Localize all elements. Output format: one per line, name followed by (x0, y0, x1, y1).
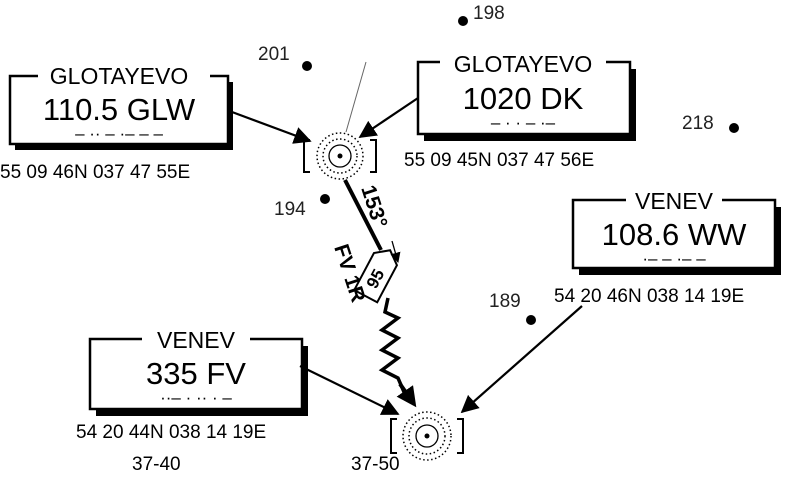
spot-elevation-218: 218 (682, 113, 739, 134)
leader-dk (358, 97, 419, 138)
svg-text:198: 198 (473, 3, 505, 24)
morse-ident: – ·· – ·– – – (75, 124, 163, 143)
svg-text:218: 218 (682, 113, 714, 134)
vor-ndb-facility-glotayevo[interactable] (303, 132, 377, 180)
spot-elevation-189: 189 (489, 291, 536, 325)
leader-glw (231, 110, 312, 144)
radial-line (345, 61, 367, 133)
navaid-frequency: 108.6 WW (602, 217, 747, 252)
navaid-name: VENEV (635, 188, 714, 214)
grid-label-37-40: 37-40 (132, 454, 181, 475)
navaid-box-ww[interactable]: VENEV 108.6 WW ·– – ·– – (571, 188, 781, 275)
morse-ident: – · · – ·– (491, 113, 556, 132)
morse-ident: ·– – ·– – (642, 249, 706, 268)
grid-label-37-50: 37-50 (351, 454, 400, 475)
navaid-frequency: 335 FV (146, 356, 246, 391)
navaid-frequency: 110.5 GLW (43, 92, 196, 127)
navaid-name: VENEV (157, 327, 236, 353)
navaid-box-dk[interactable]: GLOTAYEVO 1020 DK – · · – ·– (416, 51, 636, 141)
vor-ndb-facility-venev[interactable] (390, 411, 464, 461)
svg-text:189: 189 (489, 291, 521, 312)
navaid-coordinates-glw: 55 09 46N 037 47 55E (0, 162, 190, 183)
spot-elevation-198: 198 (458, 3, 505, 26)
spot-elevation-201: 201 (258, 44, 312, 71)
course-arrow (390, 240, 401, 263)
navaid-coordinates-fv: 54 20 44N 038 14 19E (76, 422, 266, 443)
navaid-name: GLOTAYEVO (454, 51, 592, 77)
navaid-name: GLOTAYEVO (50, 63, 188, 89)
navaid-frequency: 1020 DK (463, 81, 584, 116)
navaid-box-fv[interactable]: VENEV 335 FV ··– · ·· · – (88, 327, 308, 416)
spot-elevation-194: 194 (274, 194, 330, 220)
route-segment[interactable] (343, 179, 417, 408)
svg-text:194: 194 (274, 199, 306, 220)
morse-ident: ··– · ·· · – (160, 388, 232, 407)
svg-text:201: 201 (258, 44, 290, 65)
leader-ww (460, 305, 583, 414)
course-label: 153° (356, 182, 391, 230)
navaid-box-glw[interactable]: GLOTAYEVO 110.5 GLW – ·· – ·– – – (8, 63, 233, 150)
navaid-coordinates-ww: 54 20 46N 038 14 19E (554, 286, 744, 307)
leader-fv (299, 365, 400, 415)
navaid-coordinates-dk: 55 09 45N 037 47 56E (404, 150, 594, 171)
